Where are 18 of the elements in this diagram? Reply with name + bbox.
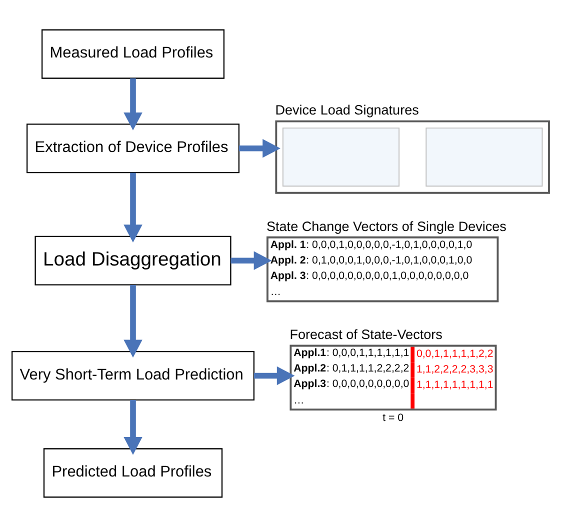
node-box: Load Disaggregation xyxy=(34,236,232,286)
arrow xyxy=(124,285,142,358)
node-label: Device Load Signatures xyxy=(275,102,419,118)
node-box: Extraction of Device Profiles xyxy=(26,124,240,174)
arrow xyxy=(124,172,142,243)
node-box: Predicted Load Profiles xyxy=(43,448,223,498)
arrow xyxy=(124,400,142,455)
arrow xyxy=(254,366,295,386)
arrow xyxy=(230,251,272,270)
node-box xyxy=(275,120,550,194)
arrow xyxy=(238,139,280,158)
node-box: Measured Load Profiles xyxy=(41,29,225,79)
node-label: Forecast of State-Vectors xyxy=(290,327,442,342)
arrow xyxy=(124,78,142,130)
node-box: Very Short-Term Load Prediction xyxy=(12,350,255,400)
node-label: t = 0 xyxy=(382,412,404,424)
node-box: Appl. 1: 0,0,0,1,0,0,0,0,0,-1,0,1,0,0,0,0,1,0 Appl. 2: 0,1,0,0,0,1,0,0,0,-1,0,1,0,0,0,1,0,0 Appl. 3: 0,0,0,0,0,0,0,0,0,1,0,0,0,0,0,0,0,0 … xyxy=(266,236,499,302)
node-label: State Change Vectors of Single Devices xyxy=(266,218,506,234)
